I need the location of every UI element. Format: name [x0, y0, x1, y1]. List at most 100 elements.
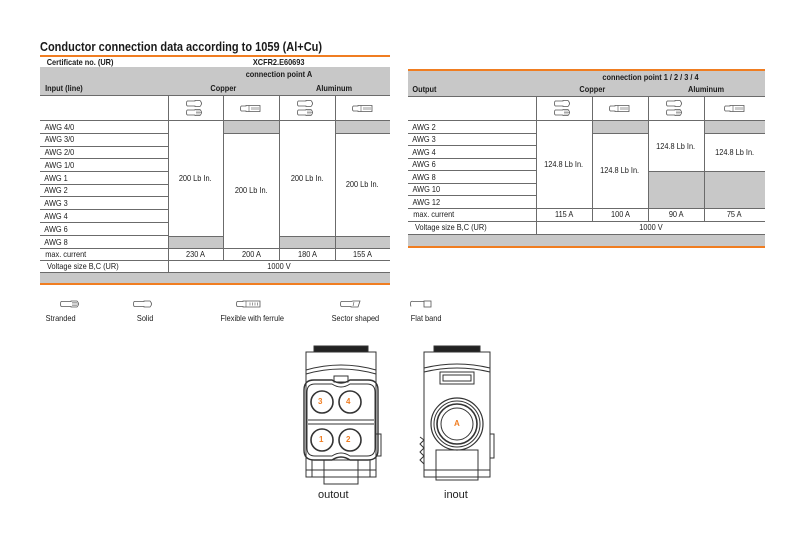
solid-stranded-icon-cell — [168, 96, 223, 120]
awg-row-label: AWG 4 — [44, 211, 68, 221]
output-point-2: 2 — [346, 435, 351, 444]
legend-label-solid: Solid — [136, 314, 154, 323]
unsupported-cell — [168, 236, 223, 248]
awg-row-label: AWG 2 — [412, 122, 436, 132]
stranded-conductor-icon — [185, 109, 206, 116]
max-current-value: 75 A — [727, 210, 742, 219]
awg-row-label: AWG 3 — [412, 135, 436, 144]
solid-stranded-icon-cell — [648, 96, 704, 120]
output-terminal-drawing: 3 4 1 2 — [296, 342, 386, 488]
torque-value: 124.8 Lb In. — [656, 141, 696, 151]
output-point-3: 3 — [318, 397, 323, 406]
awg-row-label: AWG 8 — [44, 237, 68, 247]
awg-row-label: AWG 4/0 — [44, 122, 75, 132]
awg-row-label: AWG 4 — [412, 147, 436, 157]
solid-conductor-icon — [297, 100, 317, 107]
input-terminal-drawing: A — [418, 342, 498, 488]
copper-header: Copper — [210, 84, 237, 93]
torque-value: 200 Lb In. — [234, 186, 268, 195]
max-current-value: 100 A — [610, 210, 630, 219]
unsupported-cell — [279, 236, 390, 248]
solid-conductor-icon — [666, 100, 686, 107]
ferrule-conductor-icon — [240, 104, 262, 112]
max-current-value: 230 A — [186, 249, 205, 259]
row-header-input: Input (line) — [45, 84, 83, 93]
ferrule-conductor-icon — [723, 104, 746, 112]
solid-conductor-icon — [185, 100, 206, 107]
sector-conductor-icon — [340, 295, 364, 313]
torque-value: 124.8 Lb In. — [715, 147, 754, 157]
awg-row-label: AWG 3 — [44, 198, 68, 208]
ferrule-icon-cell — [335, 96, 390, 120]
table-header — [40, 67, 390, 95]
aluminum-header: Aluminum — [316, 84, 353, 93]
output-point-1: 1 — [319, 435, 324, 444]
bottom-accent-line — [408, 246, 765, 248]
torque-value: 200 Lb In. — [290, 174, 324, 183]
awg-row-label: AWG 1 — [44, 173, 68, 183]
unsupported-cell — [223, 121, 279, 133]
input-label: inout — [444, 489, 468, 501]
ferrule-icon-cell — [223, 96, 279, 120]
unsupported-cell — [592, 121, 648, 133]
max-current-label: max. current — [45, 249, 87, 259]
unsupported-cell — [704, 121, 765, 133]
awg-row-label: AWG 3/0 — [44, 134, 75, 144]
voltage-label: Voltage size B,C (UR) — [414, 223, 487, 232]
awg-row-label: AWG 6 — [412, 160, 436, 169]
copper-header: Copper — [579, 85, 605, 94]
awg-row-label: AWG 6 — [44, 224, 68, 234]
solid-stranded-icon-cell — [536, 96, 592, 120]
max-current-value: 90 A — [668, 210, 684, 219]
max-current-value: 180 A — [297, 249, 317, 259]
ferrule-conductor-icon — [609, 104, 631, 112]
bottom-accent-line — [40, 283, 390, 285]
voltage-label: Voltage size B,C (UR) — [46, 261, 119, 271]
unsupported-cell — [335, 121, 390, 133]
flat-band-conductor-icon — [410, 295, 434, 313]
voltage-value: 1000 V — [267, 261, 291, 271]
torque-value: 124.8 Lb In. — [544, 160, 584, 169]
solid-stranded-icon-cell — [279, 96, 335, 120]
solid-conductor-icon — [133, 295, 157, 313]
legend-label-stranded: Stranded — [45, 314, 76, 323]
torque-value: 124.8 Lb In. — [600, 166, 640, 175]
voltage-value: 1000 V — [638, 223, 663, 232]
stranded-conductor-icon — [297, 109, 317, 116]
input-point-a: A — [454, 419, 460, 428]
table-footer — [408, 234, 765, 246]
awg-row-label: AWG 2 — [44, 185, 68, 195]
table-footer — [40, 272, 390, 283]
legend-label-ferrule: Flexible with ferrule — [220, 314, 285, 323]
stranded-conductor-icon — [60, 295, 84, 313]
connection-point-header: connection point A — [245, 70, 313, 79]
output-label: outout — [318, 489, 349, 501]
awg-row-label: AWG 1/0 — [44, 160, 75, 170]
awg-row-label: AWG 10 — [412, 185, 441, 194]
max-current-value: 200 A — [241, 249, 261, 259]
solid-conductor-icon — [554, 100, 574, 107]
legend-label-sector: Sector shaped — [331, 314, 380, 323]
aluminum-header: Aluminum — [688, 85, 725, 94]
certificate-value: XCFR2.E60693 — [253, 57, 305, 67]
output-point-4: 4 — [346, 397, 351, 406]
ferrule-conductor-icon — [236, 295, 262, 313]
unsupported-cell — [648, 171, 765, 208]
connection-point-header: connection point 1 / 2 / 3 / 4 — [602, 73, 699, 82]
awg-row-label: AWG 2/0 — [44, 147, 75, 157]
ferrule-icon-cell — [704, 96, 765, 120]
certificate-label: Certificate no. (UR) — [46, 57, 114, 67]
max-current-value: 155 A — [353, 249, 372, 259]
max-current-label: max. current — [413, 210, 455, 219]
top-accent-line — [40, 55, 390, 57]
legend-label-flat-band: Flat band — [410, 314, 442, 323]
stranded-conductor-icon — [554, 109, 574, 116]
ferrule-conductor-icon — [351, 104, 374, 112]
ferrule-icon-cell — [592, 96, 648, 120]
stranded-conductor-icon — [666, 109, 686, 116]
page-title: Conductor connection data according to 1… — [40, 40, 323, 54]
torque-value: 200 Lb In. — [179, 174, 212, 183]
awg-row-label: AWG 8 — [412, 172, 436, 182]
max-current-value: 115 A — [554, 210, 574, 219]
row-header-output: Output — [412, 85, 437, 94]
